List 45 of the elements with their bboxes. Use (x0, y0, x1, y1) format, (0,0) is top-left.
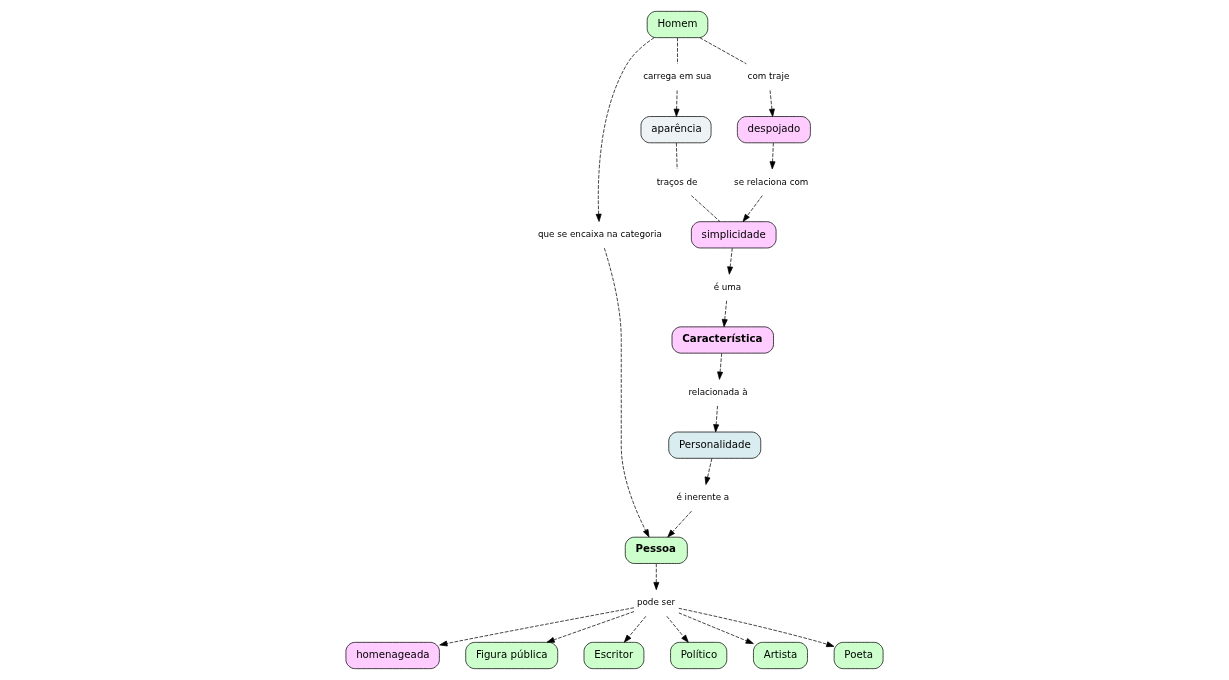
node-text: é inerente a (676, 492, 730, 503)
node-box: Característica (671, 326, 774, 354)
node-box: Figura pública (465, 642, 559, 669)
node-box: homenageada (345, 642, 440, 669)
arrow (721, 300, 728, 328)
arrow (667, 510, 692, 538)
arrow (595, 37, 655, 222)
node-box: Homem (646, 11, 709, 38)
arrow (546, 611, 635, 643)
node-box: Personalidade (668, 431, 762, 459)
node-text: pode ser (636, 597, 676, 608)
node-text: com traje (747, 71, 790, 82)
arrow (604, 247, 650, 538)
node-box: despojado (737, 116, 811, 144)
node-box: simplicidade (691, 221, 777, 249)
arrow (678, 612, 754, 644)
node-text: se relaciona com (734, 176, 809, 187)
arrow (717, 353, 723, 380)
node-box: Político (670, 642, 728, 669)
node-text: carrega em sua (643, 71, 712, 82)
arrow (727, 247, 734, 275)
connector (699, 37, 747, 65)
arrow (666, 615, 689, 643)
node-text: é uma (713, 281, 742, 292)
arrow (439, 607, 635, 647)
arrow (769, 90, 775, 117)
arrow (769, 142, 776, 170)
arrow (678, 607, 835, 648)
arrow (673, 90, 680, 117)
connector (676, 142, 678, 170)
connector (691, 195, 721, 222)
node-box: Escritor (583, 642, 645, 669)
node-box: Poeta (833, 642, 884, 669)
arrow (713, 405, 720, 433)
arrow (653, 563, 660, 591)
arrow (623, 615, 647, 643)
node-text: relacionada à (688, 386, 748, 397)
node-box: Artista (753, 642, 808, 669)
arrow (742, 195, 763, 222)
arrow (704, 458, 713, 485)
connector (677, 37, 678, 65)
node-text: traços de (656, 176, 698, 187)
node-box: Pessoa (624, 536, 688, 564)
node-box: aparência (640, 116, 712, 144)
node-text: que se encaixa na categoria (538, 229, 662, 240)
